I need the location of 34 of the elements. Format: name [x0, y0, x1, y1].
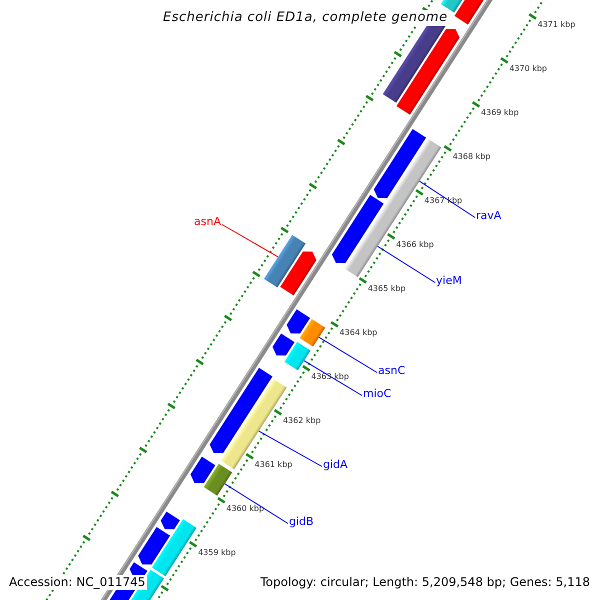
scale-label: 4370 kbp [509, 64, 548, 74]
scale-label: 4362 kbp [282, 416, 321, 426]
genome-summary-note: Topology: circular; Length: 5,209,548 bp; Genes: 5,118 [258, 575, 592, 590]
leader-line [304, 360, 362, 396]
leader-line [258, 430, 322, 467]
scale-label: 4367 kbp [424, 196, 462, 206]
scale-label: 4365 kbp [368, 284, 406, 294]
scale-label: 4368 kbp [452, 152, 490, 162]
map-title: Escherichia coli ED1a, complete genome [161, 10, 450, 26]
gene-feature [300, 319, 326, 347]
scale-label: 4371 kbp [538, 20, 576, 30]
scale-label: 4361 kbp [254, 460, 292, 470]
scale-label: 4363 kbp [311, 372, 349, 382]
gene-label: gidA [323, 458, 348, 471]
accession-note: Accession: NC_011745 [7, 575, 148, 590]
leader-line [377, 246, 436, 283]
gene-label: gidB [289, 515, 314, 528]
leader-line [224, 483, 288, 524]
gene-label: yieM [436, 274, 462, 287]
gene-feature [284, 342, 311, 370]
leader-line [418, 180, 476, 218]
scale-label: 4359 kbp [198, 548, 236, 558]
scale-label: 4364 kbp [340, 328, 378, 338]
gene-label: ravA [476, 209, 502, 222]
leader-line [222, 224, 279, 258]
gene-feature [264, 234, 306, 288]
scale-label: 4369 kbp [481, 108, 519, 118]
gene-feature [204, 464, 232, 496]
gene-label: asnA [194, 215, 221, 228]
gene-label: asnC [378, 364, 406, 377]
leader-line [318, 336, 378, 373]
gene-label: mioC [363, 387, 392, 400]
scale-label: 4366 kbp [396, 240, 434, 250]
scale-label: 4360 kbp [226, 504, 264, 514]
